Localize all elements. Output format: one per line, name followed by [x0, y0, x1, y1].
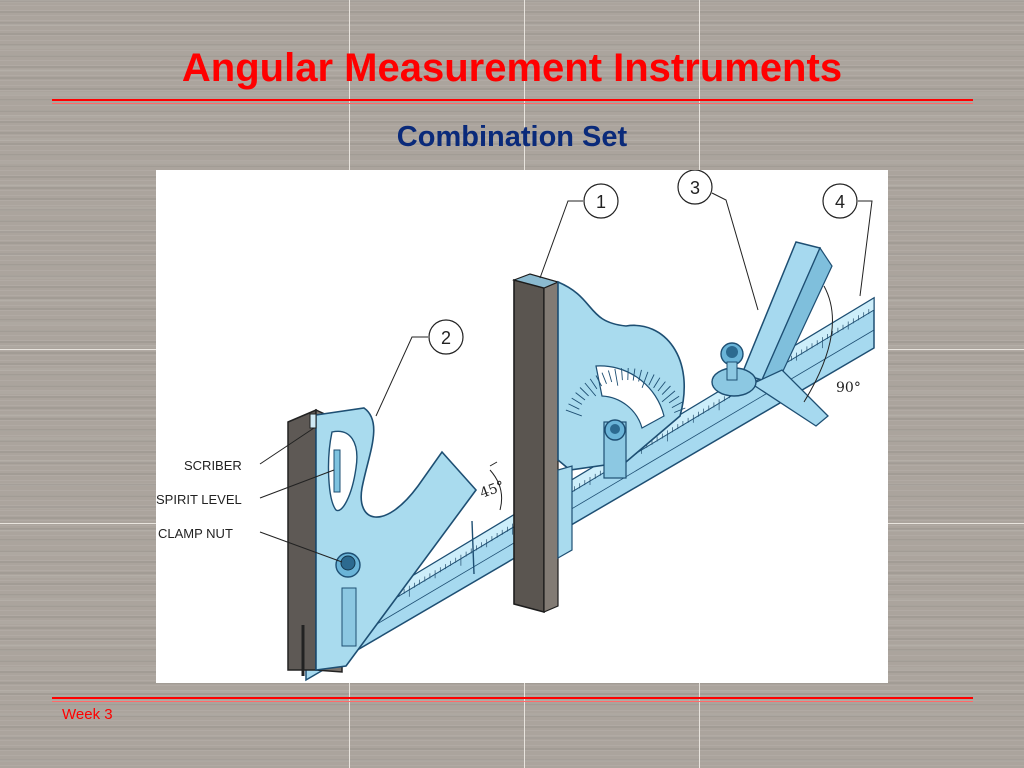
- svg-text:1: 1: [596, 192, 606, 212]
- clamp-nut-label: CLAMP NUT: [158, 526, 233, 541]
- callout-leaders: [259, 192, 873, 563]
- callout-1: 1: [583, 183, 619, 219]
- center-head: [512, 273, 560, 614]
- angle-markers: [489, 285, 833, 511]
- combination-set-illustration: 1 2 3 4 SCRIBER SPIRIT LEVEL CLAMP NUT 4…: [156, 170, 888, 683]
- centre-head-vee: [711, 241, 833, 427]
- footer-rule-thin: [52, 701, 973, 702]
- angle-90-label: 90°: [836, 380, 861, 396]
- combination-set-drawing: 1 2 3 4 SCRIBER SPIRIT LEVEL CLAMP NUT 4…: [156, 170, 875, 682]
- svg-text:2: 2: [441, 328, 451, 348]
- scriber-label: SCRIBER: [184, 458, 242, 473]
- slide-subtitle: Combination Set: [396, 121, 628, 153]
- callout-4: 4: [822, 183, 858, 219]
- callout-2: 2: [428, 319, 464, 355]
- angle-45-label: 45°: [478, 478, 507, 502]
- title-rule: [52, 99, 973, 101]
- footer-rule: [52, 697, 973, 699]
- svg-text:4: 4: [835, 192, 845, 212]
- square-head: [287, 407, 478, 676]
- callout-3: 3: [677, 170, 713, 205]
- svg-text:3: 3: [690, 178, 700, 198]
- footer-week: Week 3: [62, 706, 113, 723]
- protractor-head: [557, 280, 686, 560]
- spirit-level-label: SPIRIT LEVEL: [156, 492, 242, 507]
- slide-title: Angular Measurement Instruments: [181, 46, 843, 90]
- title-rule-thin: [52, 103, 973, 104]
